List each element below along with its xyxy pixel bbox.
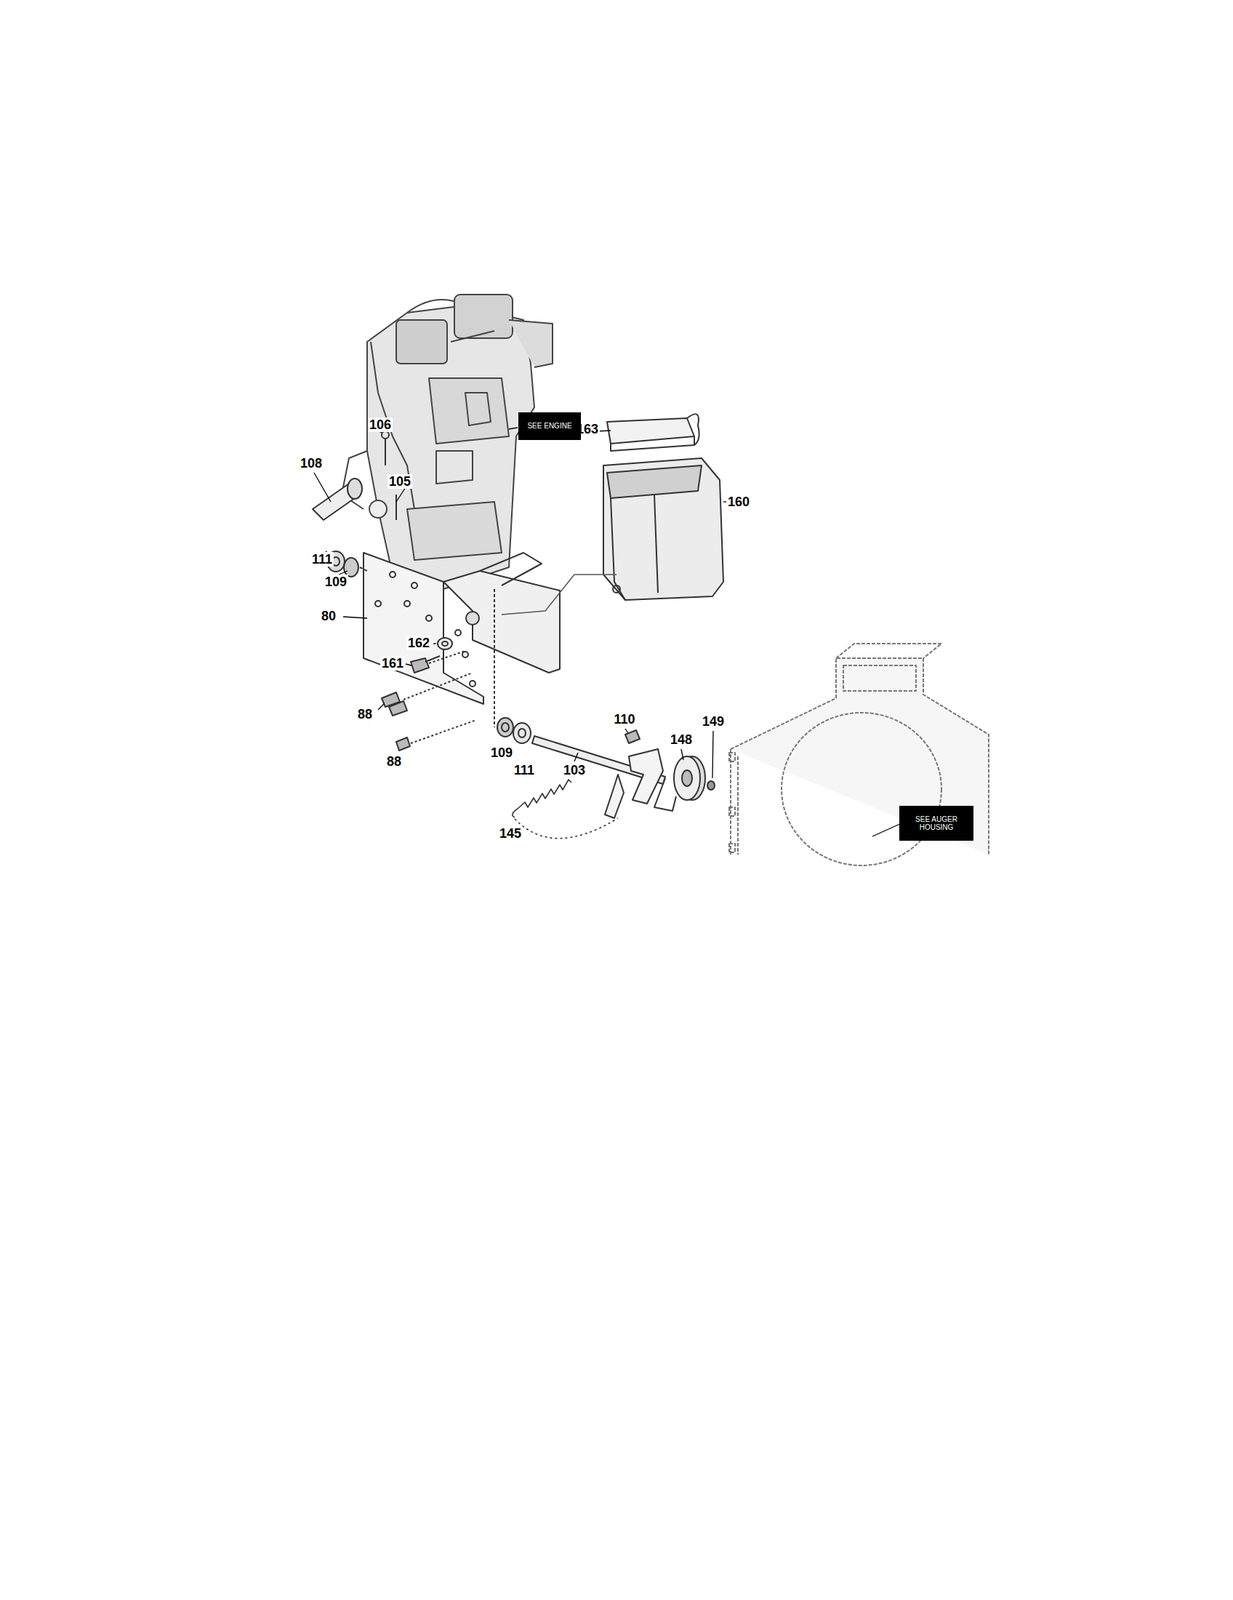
callout-number: 111: [310, 551, 334, 567]
callout-number: 148: [668, 732, 694, 747]
spring: [512, 779, 618, 839]
bolts: [381, 637, 477, 751]
callout-number: 160: [726, 494, 751, 509]
callout-number: 106: [367, 417, 393, 432]
belt-cover: [501, 413, 724, 615]
reference-box: SEE ENGINE: [518, 412, 581, 440]
reference-text: SEE ENGINE: [527, 421, 572, 431]
callout-number: 149: [700, 713, 726, 729]
callout-number: 111: [512, 762, 536, 778]
callout-number: 88: [356, 706, 374, 722]
engine-drawing: [341, 294, 553, 589]
callout-number: 110: [612, 711, 637, 727]
callout-number: 105: [387, 474, 413, 489]
reference-text: SEE AUGER HOUSING: [903, 814, 970, 832]
callout-number: 161: [380, 655, 405, 671]
callout-number: 109: [489, 745, 514, 760]
callout-number: 109: [323, 574, 349, 589]
reference-box: SEE AUGER HOUSING: [899, 805, 974, 841]
callout-number: 80: [319, 608, 338, 624]
callout-number: 88: [385, 753, 403, 769]
auger-housing: [729, 643, 989, 866]
callout-number: 145: [497, 825, 523, 841]
leader-lines: [314, 425, 902, 837]
idler-shaft: [497, 717, 715, 818]
callout-number: 108: [298, 455, 324, 471]
callout-number: 103: [561, 762, 587, 778]
callout-number: 162: [406, 635, 432, 650]
side-bracket: [443, 552, 560, 728]
